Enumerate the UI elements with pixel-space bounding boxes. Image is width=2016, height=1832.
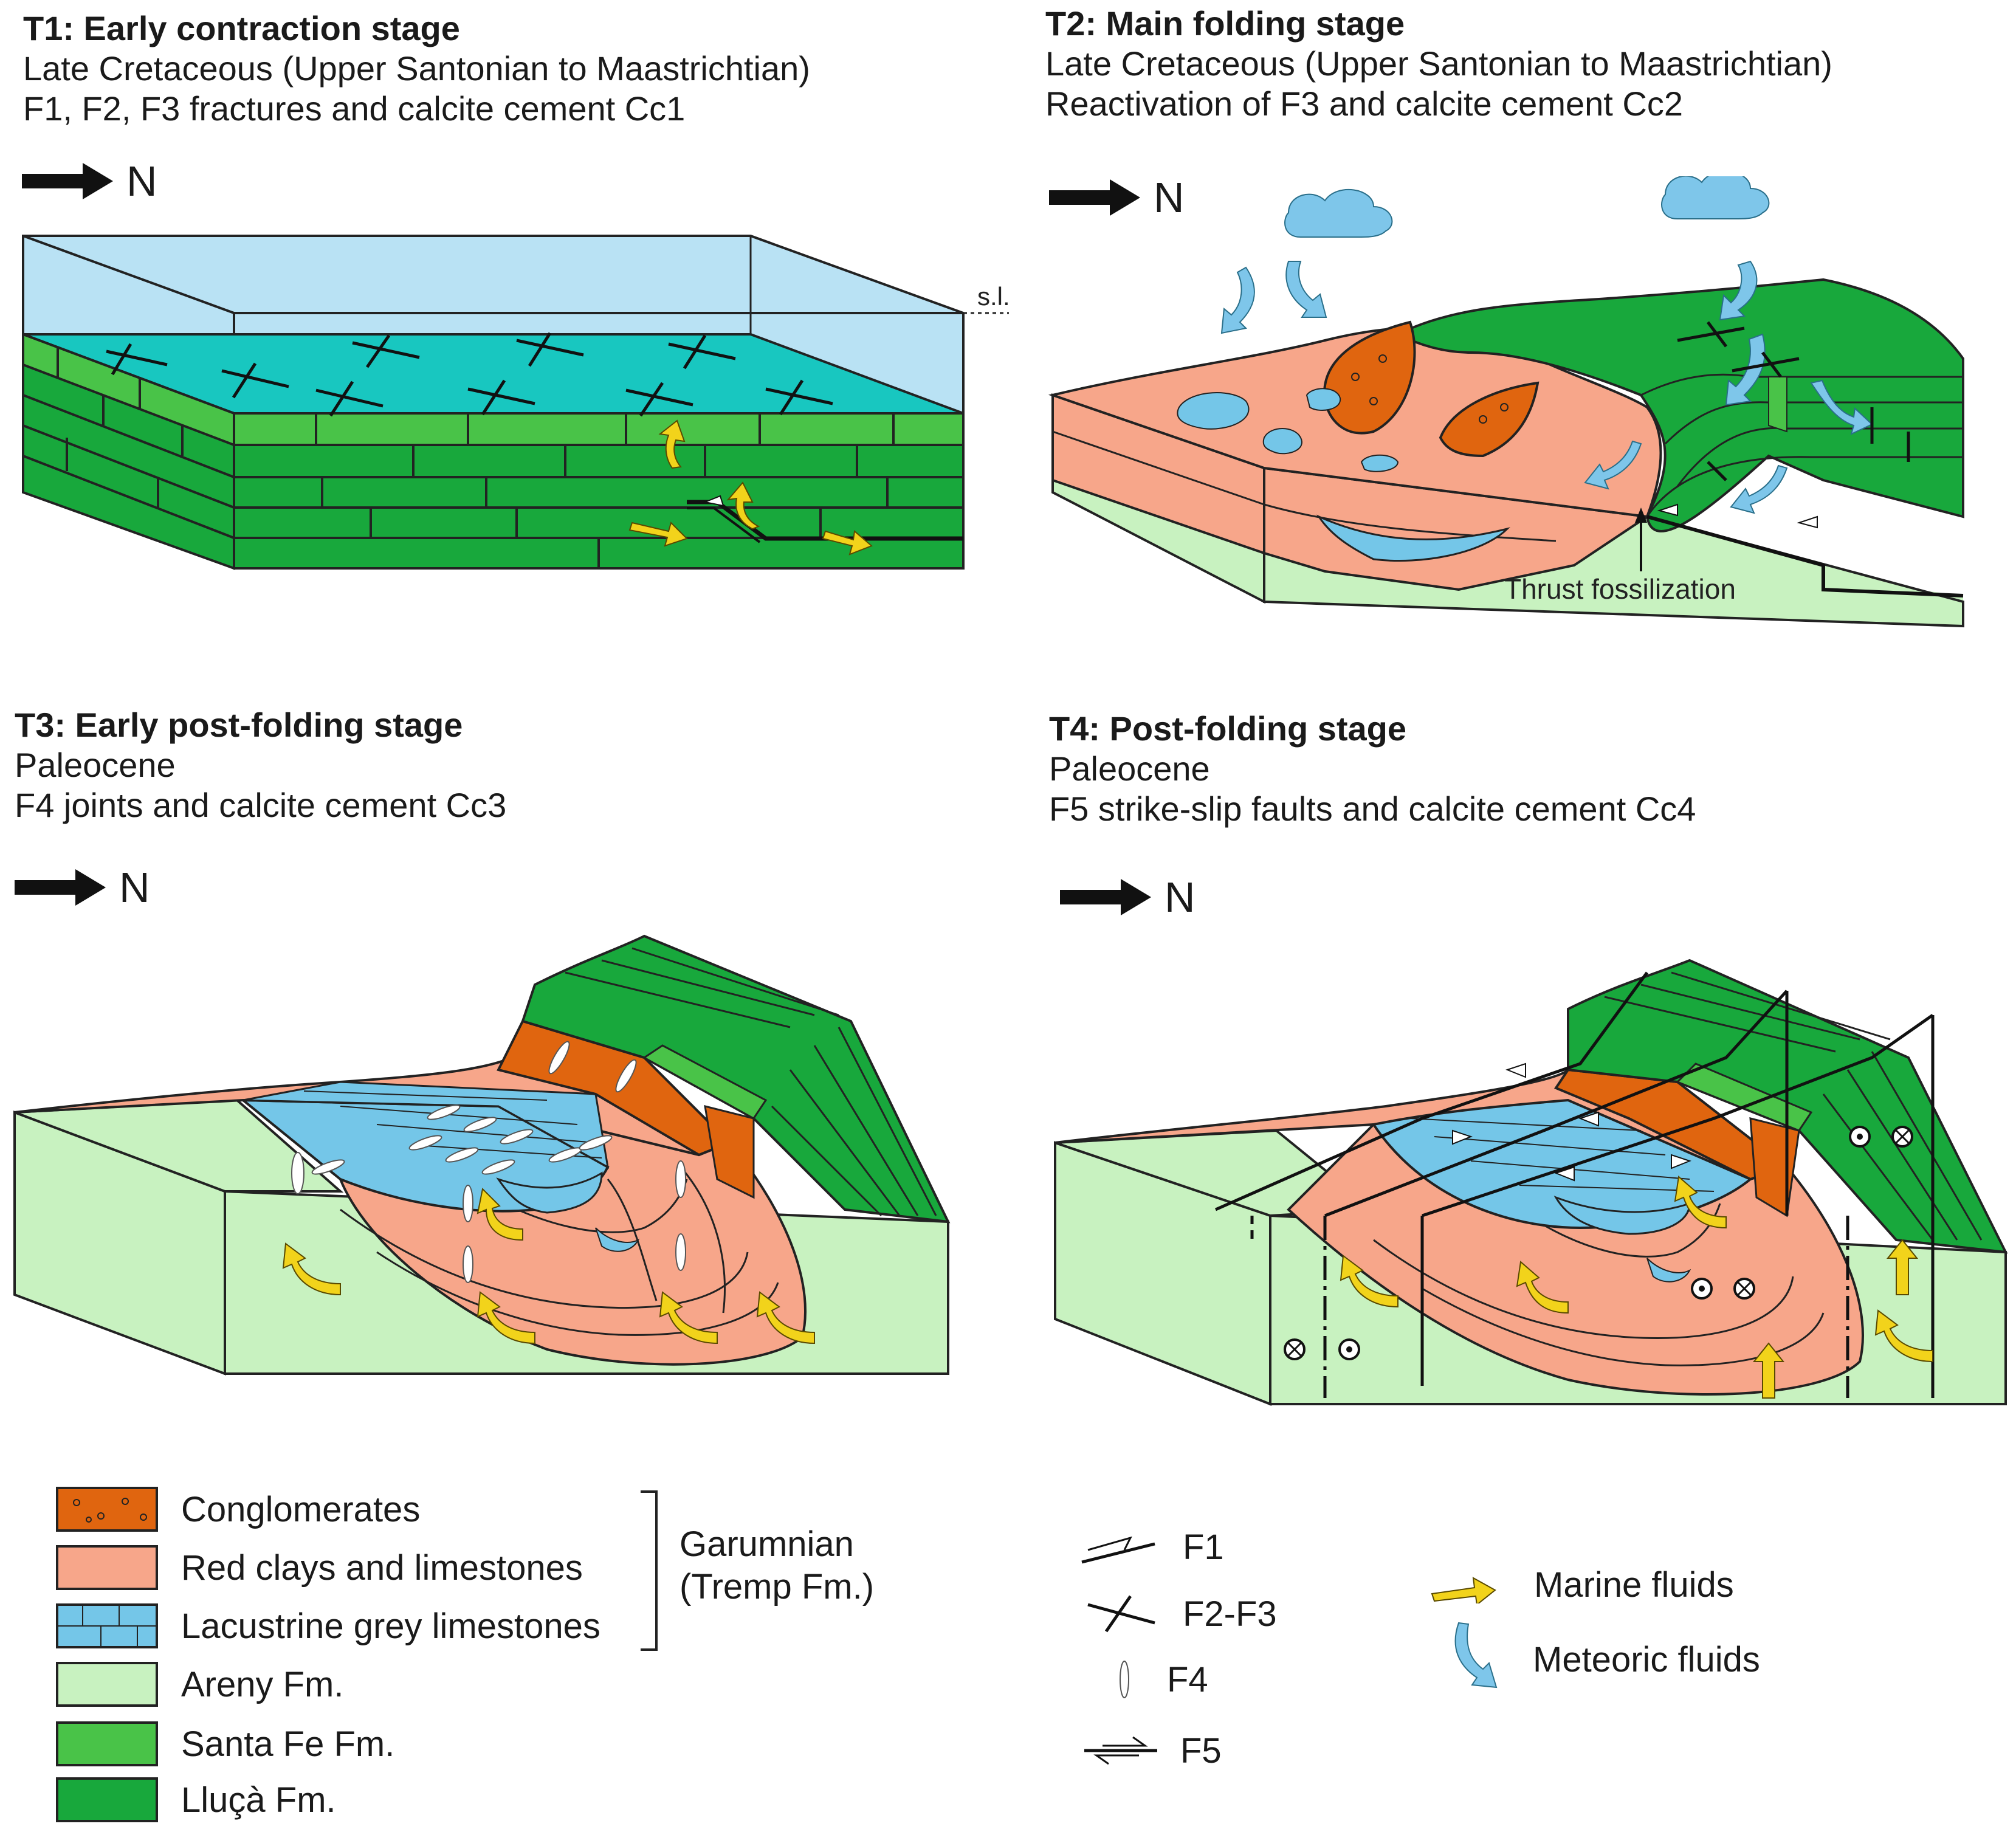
panel-t2-header: T2: Main folding stage Late Cretaceous (… bbox=[1045, 4, 1832, 124]
legend-label: Conglomerates bbox=[181, 1489, 421, 1529]
north-arrow-icon bbox=[22, 163, 113, 199]
panel-t1-title: T1: Early contraction stage bbox=[23, 9, 460, 47]
blue-arrow-icon bbox=[1454, 1622, 1498, 1689]
f3-fracture-marks bbox=[1677, 321, 1910, 481]
panel-t3-line-2: F4 joints and calcite cement Cc3 bbox=[15, 786, 507, 825]
llucA-swatch bbox=[56, 1777, 158, 1822]
legend-item-santa-fe: Santa Fe Fm. bbox=[56, 1721, 394, 1766]
legend-symbol-f5: F5 bbox=[1078, 1726, 1222, 1775]
legend-item-areny: Areny Fm. bbox=[56, 1662, 344, 1707]
fossilized-thrust bbox=[1646, 515, 1964, 597]
conglomerate-pattern-icon bbox=[73, 1498, 147, 1523]
legend-item-red-clays: Red clays and limestones bbox=[56, 1545, 583, 1590]
f5-strike-slip-faults bbox=[1214, 971, 1935, 1398]
panel-t2-title: T2: Main folding stage bbox=[1045, 4, 1405, 43]
panel-t4-title: T4: Post-folding stage bbox=[1049, 709, 1406, 748]
legend-item-lacustrine: Lacustrine grey limestones bbox=[56, 1603, 600, 1648]
red-clays-swatch bbox=[56, 1545, 158, 1590]
group-label-line-2: (Tremp Fm.) bbox=[679, 1566, 875, 1606]
santa-fe-front-layer bbox=[233, 412, 965, 446]
legend-label: Areny Fm. bbox=[181, 1664, 344, 1704]
legend-symbol-f1: F1 bbox=[1076, 1526, 1224, 1568]
santa-fe-swatch bbox=[56, 1721, 158, 1766]
panel-t2-block-diagram: Thrust fossilization bbox=[1048, 176, 1964, 628]
legend-item-conglomerates: Conglomerates bbox=[56, 1487, 420, 1532]
conglomerate-fan bbox=[1323, 320, 1416, 435]
joint-icon bbox=[1120, 1661, 1129, 1698]
thrust-fossilization-label: Thrust fossilization bbox=[1504, 573, 1736, 605]
panel-t3-title: T3: Early post-folding stage bbox=[15, 706, 463, 744]
lacustrine-swatch bbox=[56, 1603, 158, 1648]
lake-ponds bbox=[1177, 388, 1399, 472]
panel-t3-header: T3: Early post-folding stage Paleocene F… bbox=[15, 705, 506, 825]
panel-t4-line-1: Paleocene bbox=[1049, 749, 1210, 788]
legend-marine-fluids: Marine fluids bbox=[1428, 1565, 1734, 1605]
symbol-label: F4 bbox=[1167, 1659, 1208, 1699]
panel-t3-block-diagram bbox=[13, 934, 951, 1376]
marine-fluid-arrows bbox=[282, 1187, 815, 1345]
panel-t1-block-diagram: s.l. bbox=[22, 235, 1010, 570]
fluid-label: Meteoric fluids bbox=[1533, 1639, 1760, 1679]
panel-t2-north-arrow: N bbox=[1049, 173, 1185, 222]
f4-joint-marks bbox=[291, 1041, 686, 1283]
meteoric-fluid-arrows bbox=[1220, 260, 1873, 514]
areny-swatch bbox=[56, 1662, 158, 1707]
north-arrow-icon bbox=[1049, 179, 1140, 216]
panel-t4-block-diagram bbox=[1054, 959, 2008, 1406]
cross-fracture-icon bbox=[1087, 1595, 1155, 1633]
panel-t4-line-2: F5 strike-slip faults and calcite cement… bbox=[1049, 790, 1696, 828]
panel-t4-north-arrow: N bbox=[1060, 873, 1195, 921]
north-label: N bbox=[1165, 873, 1195, 921]
marine-fluid-arrows bbox=[628, 419, 873, 556]
north-arrow-icon bbox=[1060, 879, 1151, 915]
panel-t2-line-2: Reactivation of F3 and calcite cement Cc… bbox=[1045, 84, 1683, 123]
panel-t1-north-arrow: N bbox=[22, 157, 157, 205]
panel-t1-line-2: F1, F2, F3 fractures and calcite cement … bbox=[23, 89, 686, 128]
legend-symbol-f2-f3: F2-F3 bbox=[1082, 1593, 1277, 1635]
f2-f3-fracture-marks bbox=[106, 332, 833, 417]
panel-t3-north-arrow: N bbox=[15, 863, 150, 912]
legend-symbol-f4: F4 bbox=[1106, 1658, 1208, 1701]
symbol-label: F1 bbox=[1183, 1527, 1224, 1567]
strike-slip-icon bbox=[1084, 1736, 1157, 1765]
symbol-label: F5 bbox=[1180, 1730, 1222, 1771]
legend-label: Red clays and limestones bbox=[181, 1548, 583, 1588]
panel-t2-line-1: Late Cretaceous (Upper Santonian to Maas… bbox=[1045, 44, 1832, 83]
north-label: N bbox=[1154, 174, 1185, 221]
panel-t1-header: T1: Early contraction stage Late Cretace… bbox=[23, 9, 810, 129]
marine-fluid-arrows bbox=[1340, 1176, 1933, 1399]
panel-t3-line-1: Paleocene bbox=[15, 746, 176, 785]
garumnian-bracket-icon bbox=[641, 1490, 658, 1651]
symbol-label: F2-F3 bbox=[1183, 1594, 1277, 1634]
legend-label: Lacustrine grey limestones bbox=[181, 1606, 600, 1646]
legend-meteoric-fluids: Meteoric fluids bbox=[1447, 1617, 1760, 1702]
north-label: N bbox=[119, 864, 150, 911]
yellow-arrow-icon bbox=[1431, 1576, 1496, 1603]
limestone-pattern-icon bbox=[58, 1606, 156, 1646]
sea-level-label: s.l. bbox=[977, 282, 1010, 311]
conglomerate-swatch bbox=[56, 1487, 158, 1532]
garumnian-group-label: Garumnian (Tremp Fm.) bbox=[679, 1523, 874, 1608]
legend-item-llucA: Lluçà Fm. bbox=[56, 1777, 336, 1822]
group-label-line-1: Garumnian bbox=[679, 1524, 854, 1564]
fluid-label: Marine fluids bbox=[1534, 1565, 1734, 1605]
f1-symbol-icon bbox=[1081, 1536, 1155, 1564]
cloud-icons bbox=[1284, 176, 1770, 238]
panel-t4-header: T4: Post-folding stage Paleocene F5 stri… bbox=[1049, 709, 1696, 829]
north-label: N bbox=[126, 157, 157, 205]
north-arrow-icon bbox=[15, 869, 106, 906]
legend-label: Lluçà Fm. bbox=[181, 1780, 336, 1820]
llucA-fold bbox=[1395, 278, 1964, 532]
legend-label: Santa Fe Fm. bbox=[181, 1724, 395, 1764]
llucA-ridge bbox=[521, 934, 951, 1224]
panel-t1-line-1: Late Cretaceous (Upper Santonian to Maas… bbox=[23, 49, 810, 88]
